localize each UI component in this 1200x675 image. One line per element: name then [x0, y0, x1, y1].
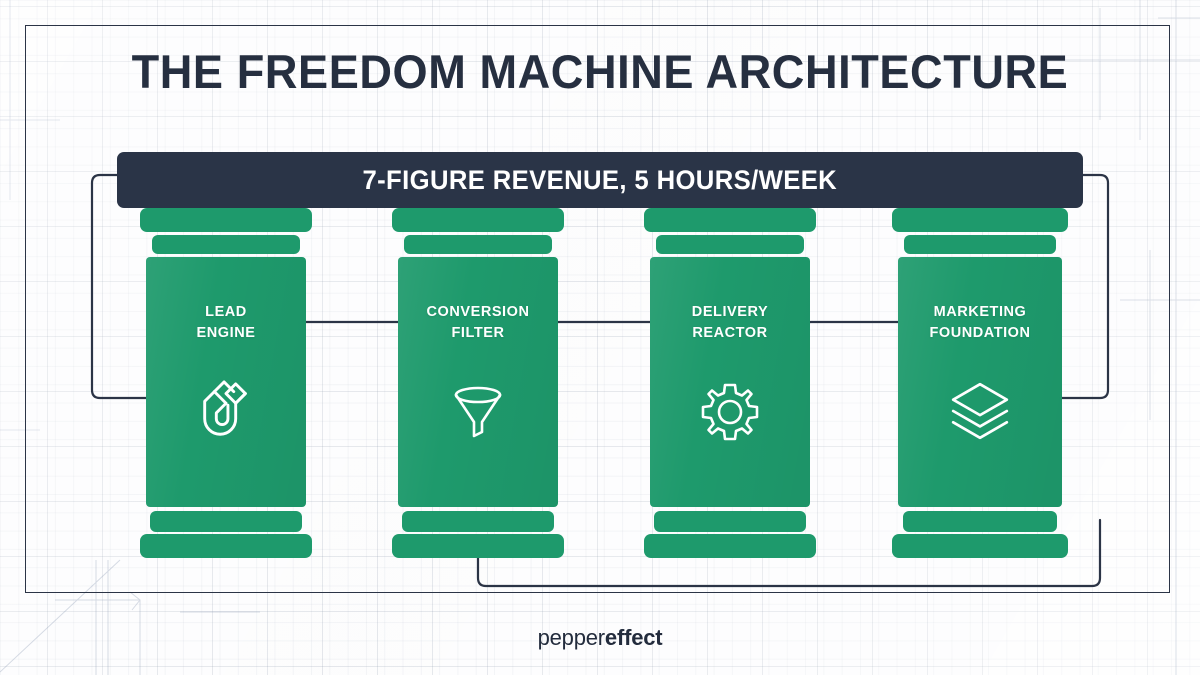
- pillar-base-lower: [644, 534, 816, 558]
- pillar-label-line2: ENGINE: [196, 324, 256, 341]
- pillar-base-lower: [140, 534, 312, 558]
- pillar-base-upper: [150, 511, 302, 532]
- pillar-label: MARKETING FOUNDATION: [892, 302, 1068, 343]
- layers-icon: [951, 382, 1009, 440]
- pillar-base-upper: [402, 511, 554, 532]
- headline-banner: 7-FIGURE REVENUE, 5 HOURS/WEEK: [117, 152, 1083, 208]
- brand-logo-bold: effect: [604, 625, 663, 650]
- pillar-label-line2: REACTOR: [692, 324, 768, 341]
- pillar-base-lower: [892, 534, 1068, 558]
- pillar-cap-upper: [392, 208, 564, 232]
- headline-banner-text: 7-FIGURE REVENUE, 5 HOURS/WEEK: [362, 164, 838, 195]
- pillar-shaft: [650, 257, 810, 507]
- pillar-label: CONVERSION FILTER: [392, 302, 564, 343]
- brand-logo-light: pepper: [537, 625, 606, 650]
- funnel-icon: [454, 386, 502, 438]
- pillar-cap-lower: [656, 235, 804, 254]
- pillar-base-upper: [902, 511, 1058, 532]
- pillar-cap-lower: [152, 235, 300, 254]
- pillar-base-upper: [654, 511, 806, 532]
- pillar-label: DELIVERY REACTOR: [644, 302, 816, 343]
- page-border-frame: [25, 25, 1170, 593]
- magnet-icon: [203, 380, 247, 436]
- pillar-icon-slot: [392, 378, 564, 442]
- pillar-cap-lower: [404, 235, 552, 254]
- pillar-base-lower: [392, 534, 564, 558]
- pillar-cap-upper: [140, 208, 312, 232]
- pillar-label-line1: CONVERSION: [426, 304, 530, 320]
- pillar-label: LEAD ENGINE: [140, 302, 312, 343]
- brand-logo: peppereffect: [0, 625, 1200, 651]
- pillar-cap-upper: [892, 208, 1068, 232]
- pillar-shaft: [398, 257, 558, 507]
- pillar-cap-upper: [644, 208, 816, 232]
- page-title: THE FREEDOM MACHINE ARCHITECTURE: [131, 45, 1069, 98]
- pillar-icon-slot: [892, 378, 1068, 444]
- pillar-lead-engine[interactable]: LEAD ENGINE: [140, 208, 312, 558]
- pillar-conversion-filter[interactable]: CONVERSION FILTER: [392, 208, 564, 558]
- pillar-icon-slot: [644, 380, 816, 444]
- pillar-label-line2: FILTER: [451, 324, 505, 341]
- pillar-label-line1: LEAD: [205, 304, 247, 320]
- pillar-icon-slot: [140, 380, 312, 442]
- gear-icon: [701, 383, 759, 441]
- pillar-marketing-foundation[interactable]: MARKETING FOUNDATION: [892, 208, 1068, 558]
- pillar-label-line1: MARKETING: [933, 304, 1027, 320]
- pillar-delivery-reactor[interactable]: DELIVERY REACTOR: [644, 208, 816, 558]
- pillar-label-line1: DELIVERY: [691, 304, 769, 320]
- pillar-cap-lower: [904, 235, 1056, 254]
- pillar-shaft: [898, 257, 1062, 507]
- pillar-label-line2: FOUNDATION: [929, 324, 1031, 341]
